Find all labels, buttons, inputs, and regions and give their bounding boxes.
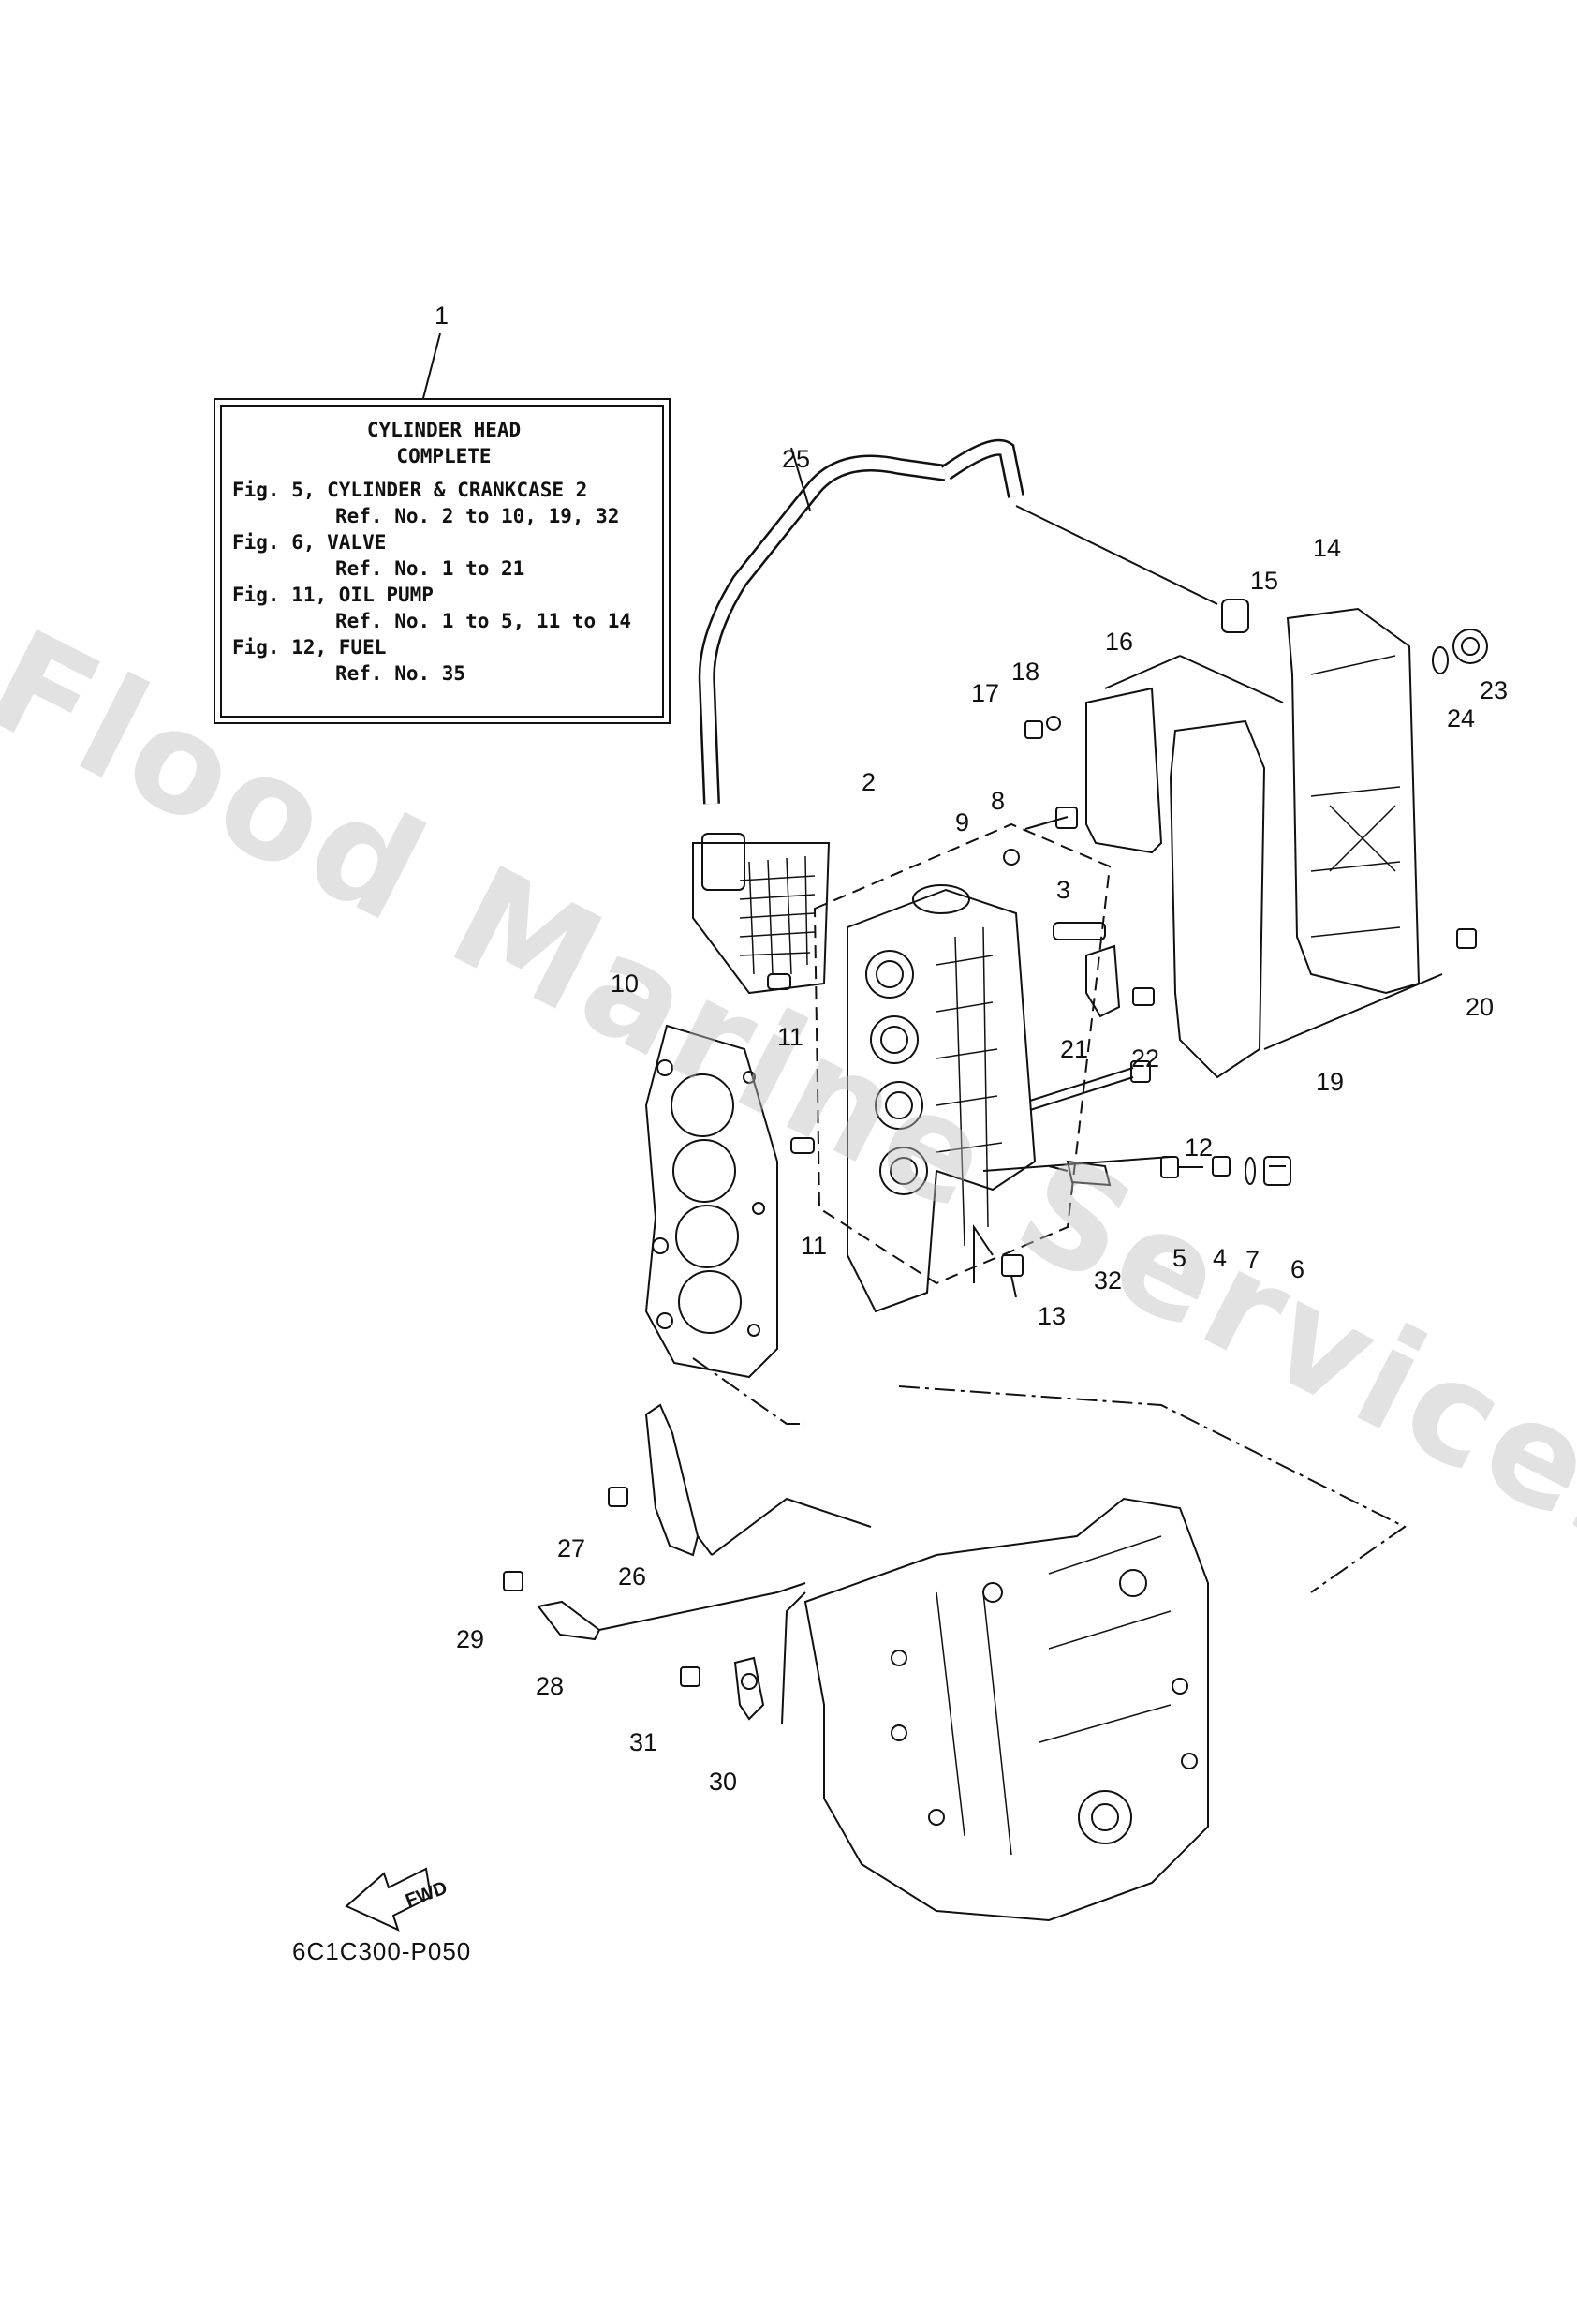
- callout-line: Fig. 11, OIL PUMP: [232, 584, 434, 606]
- bracket-part-30: [733, 1656, 765, 1721]
- ref-number-21: 21: [1060, 1035, 1089, 1063]
- dowel-pin-11a: [767, 973, 791, 990]
- bolt-part-20: [1456, 928, 1477, 949]
- callout-line: Ref. No. 1 to 21: [335, 557, 525, 580]
- ref-number-6: 6: [1290, 1255, 1305, 1283]
- ref-number-30: 30: [709, 1768, 738, 1796]
- ref-number-25: 25: [782, 445, 811, 473]
- bracket-part-26: [644, 1403, 872, 1557]
- bolt-part-29: [503, 1571, 523, 1591]
- ref-number-31: 31: [629, 1728, 658, 1756]
- ref-number-24: 24: [1447, 704, 1476, 733]
- callout-title-line1: CYLINDER HEAD: [366, 419, 522, 441]
- callout-box: CYLINDER HEAD COMPLETE Fig. 5, CYLINDER …: [214, 398, 671, 724]
- bolt-part-13: [1001, 1254, 1024, 1298]
- ref-number-16: 16: [1105, 628, 1134, 656]
- ref-number-17: 17: [971, 679, 1000, 707]
- bolt-part-17: [1024, 720, 1043, 739]
- ref-number-1: 1: [435, 302, 450, 330]
- ref-number-22: 22: [1131, 1044, 1160, 1073]
- bolt-part-22: [1132, 987, 1155, 1006]
- ref-number-29: 29: [456, 1625, 485, 1653]
- ref-number-19: 19: [1316, 1068, 1345, 1096]
- callout-line: Fig. 12, FUEL: [232, 636, 387, 659]
- long-bolt-part-12: [1029, 1060, 1151, 1111]
- ref-number-4: 4: [1213, 1244, 1228, 1272]
- hose-part-25: [698, 438, 1218, 805]
- ref-number-15: 15: [1250, 567, 1279, 595]
- dowel-pin-11b: [790, 1137, 815, 1154]
- callout-line: Ref. No. 2 to 10, 19, 32: [335, 505, 620, 527]
- plate-part-16: [1085, 655, 1284, 854]
- callout-line: Ref. No. 1 to 5, 11 to 14: [335, 610, 632, 632]
- ref-number-23: 23: [1480, 676, 1509, 704]
- leader-line-1: [422, 333, 441, 399]
- callout-line: Fig. 6, VALVE: [232, 531, 387, 554]
- ref-number-20: 20: [1466, 993, 1495, 1021]
- ref-number-28: 28: [536, 1672, 565, 1700]
- spark-plug-part-32: [1048, 1160, 1112, 1187]
- ref-number-18: 18: [1011, 658, 1040, 686]
- ref-number-27: 27: [557, 1534, 586, 1562]
- plug-part-6: [1263, 1156, 1291, 1186]
- ref-number-26: 26: [618, 1562, 647, 1591]
- fwd-arrow-icon: [345, 1867, 433, 1932]
- cover-plate-part-21: [1085, 944, 1121, 1018]
- cap-part-23: [1452, 629, 1488, 664]
- ref-number-9: 9: [955, 808, 970, 836]
- oring-part-7: [1245, 1157, 1256, 1185]
- clip-part-28: [537, 1600, 601, 1641]
- ref-number-13: 13: [1038, 1302, 1067, 1330]
- ref-number-3: 3: [1056, 876, 1071, 904]
- fwd-label: FWD: [403, 1877, 450, 1911]
- bolt-part-27: [608, 1487, 628, 1507]
- crankcase-part: [803, 1497, 1209, 1922]
- small-parts-3-8-9: [1003, 807, 1106, 940]
- ref-number-5: 5: [1172, 1244, 1187, 1272]
- callout-line: Fig. 5, CYLINDER & CRANKCASE 2: [232, 479, 588, 501]
- cylinder-head-part-2: [847, 884, 1037, 1313]
- ref-number-11b: 11: [801, 1232, 828, 1260]
- vent-filter-part: [692, 833, 831, 995]
- fitting-part-15: [1221, 599, 1249, 633]
- washer-part-4: [1212, 1156, 1231, 1177]
- cover-part-14: [1221, 599, 1421, 995]
- ref-number-12: 12: [1185, 1133, 1214, 1162]
- callout-line: Ref. No. 35: [335, 662, 466, 685]
- head-gasket-part-10: [644, 1024, 778, 1379]
- ref-number-32: 32: [1094, 1266, 1123, 1295]
- washer-part-18: [1046, 716, 1061, 731]
- ref-number-10: 10: [611, 970, 640, 998]
- head-group-outline: [813, 822, 1112, 1285]
- diagram-code: 6C1C300-P050: [292, 1937, 472, 1965]
- oring-part-24: [1432, 646, 1449, 674]
- bolt-part-31: [680, 1666, 700, 1687]
- ref-number-14: 14: [1313, 534, 1342, 562]
- ref-number-11a: 11: [777, 1023, 804, 1051]
- ref-number-2: 2: [862, 768, 877, 796]
- ref-number-8: 8: [991, 787, 1006, 815]
- callout-title-line2: COMPLETE: [396, 445, 492, 467]
- ref-number-7: 7: [1245, 1246, 1260, 1274]
- cover-gasket-part-19: [1169, 719, 1266, 1079]
